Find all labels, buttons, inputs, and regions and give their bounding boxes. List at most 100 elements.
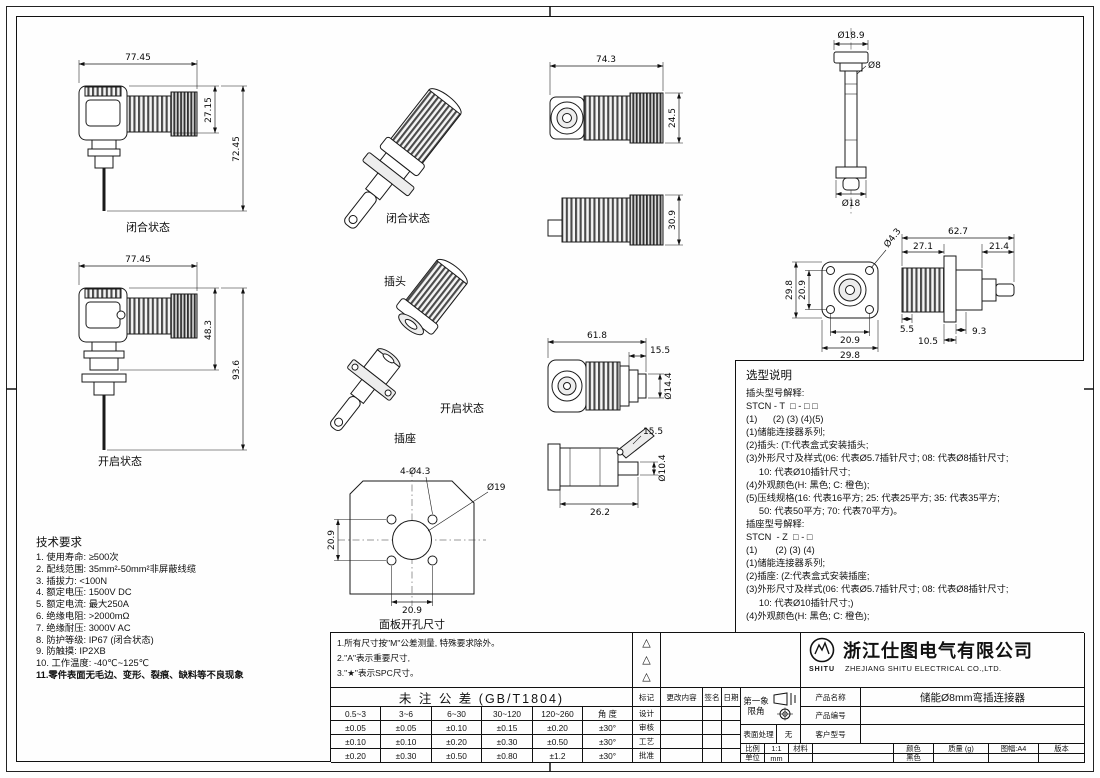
material-label: 材料 — [789, 744, 813, 754]
surface-value: 无 — [777, 725, 801, 744]
part — [901, 255, 1015, 323]
tolerance-table: 0.5~3 3~6 6~30 30~120 120~260 角 度 ±0.05 … — [331, 707, 633, 763]
dim-v10-w: 26.2 — [590, 508, 610, 518]
dim-v8-w1: 27.1 — [913, 242, 933, 252]
selection-line: (3)外形尺寸及样式(06: 代表Ø5.7插针尺寸; 08: 代表Ø8插针尺寸; — [746, 584, 1009, 595]
part — [833, 51, 869, 191]
projection-cone-icon — [773, 691, 796, 706]
revision-upper-empty — [661, 633, 801, 688]
weight-label: 质量 (g) — [934, 744, 989, 754]
company-logo-icon — [809, 637, 835, 663]
rev-row-check: 审核 — [633, 721, 661, 735]
rev-cell — [661, 735, 703, 749]
selection-line: 插座型号解释: — [746, 518, 805, 529]
dim-v9-a: 15.5 — [650, 346, 670, 356]
tol-cell: ±0.05 — [381, 721, 432, 735]
tech-item: 10. 工作温度: -40℃~125℃ — [36, 658, 150, 669]
customer-label: 客户型号 — [801, 725, 861, 744]
label-socket: 插座 — [394, 431, 416, 445]
dim-v1-h1: 27.15 — [204, 97, 214, 123]
dim-v6-d1: Ø18.9 — [837, 30, 864, 41]
tol-cell: ±0.30 — [482, 735, 533, 749]
tolerance-note: 3."★"表示SPC尺寸。 — [337, 668, 419, 678]
tol-header: 120~260 — [533, 707, 583, 721]
view-plug-rear-top: 74.3 24.5 — [549, 55, 683, 144]
view-flange-front: 20.9 29.8 20.9 29.8 Ø4.3 — [785, 226, 904, 361]
tol-header: 角 度 — [583, 707, 633, 721]
tolerance-notes: 1.所有尺寸按"M"公差测量, 特殊要求除外。 2."A"表示重要尺寸, 3."… — [331, 633, 633, 688]
dimensions: 77.45 27.15 72.45 — [78, 53, 247, 212]
selection-line: (5)压线规格(16: 代表16平方; 25: 代表25平方; 35: 代表35… — [746, 492, 1000, 503]
rev-cell — [703, 707, 722, 721]
technical-requirements: 技术要求 1. 使用寿命: ≥500次 2. 配线范围: 35mm²-50mm²… — [36, 534, 332, 682]
tol-cell: ±0.10 — [331, 735, 381, 749]
tol-cell: ±0.80 — [482, 749, 533, 763]
dim-v7-hole: Ø4.3 — [882, 226, 904, 250]
dim-v8-w: 62.7 — [948, 227, 968, 237]
dimensions: 30.9 — [665, 194, 683, 246]
bottom-band: 1.所有尺寸按"M"公差测量, 特殊要求除外。 2."A"表示重要尺寸, 3."… — [330, 632, 1085, 763]
rev-cell — [722, 735, 741, 749]
view-plug-rear-bottom: 30.9 — [547, 194, 683, 246]
view-pin-front: Ø18.9 Ø8 Ø18 — [833, 28, 881, 214]
empty-cell — [989, 754, 1039, 763]
tech-item: 1. 使用寿命: ≥500次 — [36, 552, 119, 562]
dim-v11-h: 20.9 — [327, 530, 337, 550]
tol-cell: ±0.50 — [432, 749, 482, 763]
tolerance-note: 2."A"表示重要尺寸, — [337, 653, 410, 663]
dim-v5a-h: 24.5 — [668, 108, 678, 128]
color-value: 黑色 — [894, 754, 934, 763]
dim-v11-holes: 4-Ø4.3 — [400, 466, 430, 477]
sheet-label: 图幅:A4 — [989, 744, 1039, 754]
tol-header: 0.5~3 — [331, 707, 381, 721]
company-name-cn: 浙江仕图电气有限公司 — [843, 641, 1033, 661]
empty-cell — [934, 754, 989, 763]
view-label-closed-iso: 闭合状态 — [386, 211, 430, 225]
selection-line: (1) (2) (3) (4) — [746, 545, 815, 556]
rev-cell — [661, 707, 703, 721]
dim-v8-b: 9.3 — [972, 327, 986, 337]
tol-cell: ±0.10 — [432, 721, 482, 735]
surface-label: 表面处理 — [741, 725, 777, 744]
tol-cell: ±0.15 — [482, 721, 533, 735]
tolerance-table-title: 未 注 公 差 (GB/T1804) — [331, 688, 633, 707]
dim-v2-width: 77.45 — [125, 255, 151, 265]
part-plug-closed — [78, 85, 198, 211]
selection-line: (1)储能连接器系列; — [746, 558, 826, 569]
dim-v11-d: Ø19 — [487, 482, 506, 493]
rev-cell — [661, 721, 703, 735]
tech-item: 7. 绝缘耐压: 3000V AC — [36, 622, 131, 633]
dim-v10-a: 15.5 — [643, 427, 663, 437]
tol-header: 3~6 — [381, 707, 432, 721]
rev-header-sign: 签名 — [703, 688, 722, 707]
tol-cell: ±0.50 — [533, 735, 583, 749]
unit-value: mm — [765, 754, 789, 763]
tech-item: 3. 插拔力: <100N — [36, 575, 108, 586]
company-logo-text: SHITU — [809, 666, 835, 673]
part-iso-plug — [396, 258, 468, 336]
dim-v5a-w: 74.3 — [596, 55, 616, 65]
selection-line: 10: 代表Ø10插针尺寸; — [746, 466, 851, 477]
dim-v9-w: 61.8 — [587, 331, 607, 341]
dim-v6-d3: Ø18 — [842, 198, 861, 209]
dim-v1-width: 77.45 — [125, 53, 151, 63]
dimensions: 74.3 24.5 — [549, 55, 683, 144]
rev-cell — [703, 735, 722, 749]
tech-item: 8. 防护等级: IP67 (闭合状态) — [36, 634, 154, 645]
selection-line: (1) (2) (3) (4)(5) — [746, 414, 824, 425]
tol-cell: ±30° — [583, 721, 633, 735]
revision-triangle-icon: △ — [642, 637, 651, 650]
company-name-en: ZHEJIANG SHITU ELECTRICAL CO.,LTD. — [845, 664, 1002, 673]
empty-cell — [813, 754, 894, 763]
product-no-label: 产品编号 — [801, 707, 861, 725]
tol-cell: ±0.10 — [381, 735, 432, 749]
selection-line: 10: 代表Ø10插针尺寸;) — [746, 597, 854, 608]
part-iso-closed — [344, 88, 462, 229]
label-panel-cutout: 面板开孔尺寸 — [379, 617, 445, 631]
tol-cell: ±0.20 — [432, 735, 482, 749]
rev-row-process: 工艺 — [633, 735, 661, 749]
tech-item: 2. 配线范围: 35mm²-50mm²非屏蔽线缆 — [36, 563, 197, 574]
selection-line: STCN - T □ - □ □ — [746, 401, 818, 412]
